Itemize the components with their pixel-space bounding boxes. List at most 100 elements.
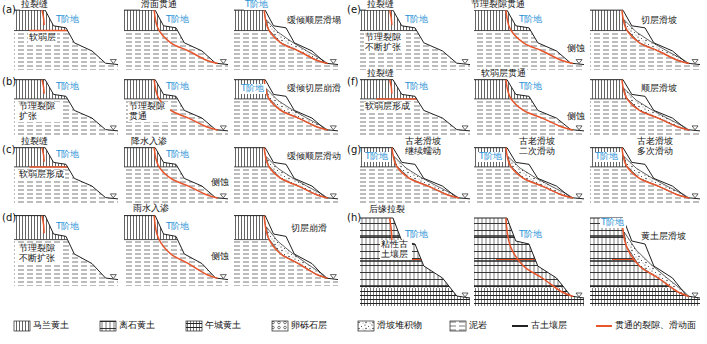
- section-body: [14, 206, 118, 286]
- annotation-label: T阶地: [518, 82, 544, 92]
- water-level-symbol: [220, 275, 226, 279]
- annotation-label: T阶地: [600, 218, 626, 228]
- legend-swatch: [272, 321, 288, 331]
- ground-profile: [124, 148, 228, 199]
- legend-label: 卵砾石层: [291, 321, 327, 331]
- water-level-symbol: [462, 126, 468, 130]
- section-body: [234, 206, 338, 286]
- section-body: [124, 206, 228, 286]
- ground-profile: [14, 80, 118, 131]
- mudstone: [360, 31, 470, 70]
- section-body: [360, 2, 470, 70]
- ground-profile: [14, 216, 118, 280]
- section-body: [234, 140, 338, 204]
- section-body: [474, 72, 584, 136]
- malan-loess: [14, 72, 118, 99]
- slope-section: [590, 2, 700, 70]
- annotation-label: T阶地: [404, 230, 430, 240]
- ground-profile: [474, 80, 584, 131]
- annotation-label: 粘性古土壤层: [380, 240, 412, 260]
- ground-profile: [14, 10, 118, 64]
- water-level-symbol: [576, 293, 582, 297]
- annotation-label: T阶地: [165, 222, 191, 232]
- layer-boundary: [474, 30, 584, 31]
- slope-section: [590, 206, 700, 306]
- water-level-symbol: [576, 60, 582, 64]
- annotation-label: T阶地: [404, 82, 430, 92]
- water-level-symbol: [330, 194, 336, 198]
- slip-surface: [264, 216, 327, 279]
- tension-crack: [42, 10, 44, 25]
- annotation-label: 古老滑坡继续蠕动: [404, 137, 446, 157]
- annotation-label: 软弱层形成: [18, 170, 65, 180]
- ground-profile: [124, 10, 228, 64]
- section-body: [360, 206, 470, 306]
- mudstone: [14, 99, 118, 136]
- water-level-symbol: [220, 126, 226, 130]
- slope-section: [234, 206, 338, 286]
- slid-away-zone: [622, 80, 689, 130]
- malan-loess: [124, 72, 228, 99]
- slip-surface: [154, 216, 217, 279]
- water-level-symbol: [330, 60, 336, 64]
- slip-surface: [622, 80, 689, 130]
- slip-surface: [154, 148, 217, 198]
- malan-loess: [14, 206, 118, 240]
- annotation-label: 后缘拉裂: [368, 205, 406, 215]
- ground-profile: [360, 80, 470, 131]
- annotation-label: T阶地: [404, 15, 430, 25]
- ground-profile: [590, 80, 700, 131]
- legend-swatch: [450, 321, 466, 331]
- annotation-label: 侧蚀: [210, 252, 230, 262]
- annotation-label: 拉裂缝: [366, 0, 395, 10]
- legend-label: 马兰黄土: [33, 321, 69, 331]
- annotation-label: T阶地: [55, 150, 81, 160]
- layer-boundary: [124, 239, 228, 240]
- ground-profile: [360, 218, 470, 298]
- legend-swatch: [100, 321, 116, 331]
- paleosol-layer: [360, 285, 470, 287]
- section-body: [14, 2, 118, 70]
- slope-section: [360, 72, 470, 136]
- ground-profile: [590, 10, 700, 64]
- paleosol-layer: [474, 260, 584, 262]
- ground-profile: [474, 218, 584, 298]
- slope-section: [124, 72, 228, 136]
- section-body: [234, 72, 338, 136]
- annotation-label: 软弱层形成: [364, 102, 411, 112]
- weak-layer: [30, 30, 72, 32]
- legend-label: 离石黄土: [119, 321, 155, 331]
- layer-boundary: [124, 30, 228, 31]
- slope-section: [14, 140, 118, 204]
- water-level-symbol: [576, 194, 582, 198]
- water-level-symbol: [576, 126, 582, 130]
- water-level-symbol: [110, 194, 116, 198]
- panel-letter: (f): [346, 76, 359, 87]
- section-body: [474, 2, 584, 70]
- annotation-label: 节理裂隙不断扩张: [364, 33, 406, 53]
- water-level-symbol: [692, 194, 698, 198]
- section-body: [590, 72, 700, 136]
- mudstone: [360, 99, 470, 136]
- water-level-symbol: [110, 126, 116, 130]
- legend-label: 泥岩: [469, 321, 487, 331]
- annotation-label: T阶地: [55, 82, 81, 92]
- annotation-label: 侧蚀: [566, 112, 586, 122]
- legend-swatch: [186, 321, 202, 331]
- ground-profile: [474, 10, 584, 64]
- panel-letter: (d): [1, 212, 17, 223]
- legend-label: 贯通的裂隙、滑动面: [615, 321, 696, 331]
- slope-section: [14, 2, 118, 70]
- malan-loess: [590, 72, 700, 99]
- tension-crack: [390, 10, 392, 25]
- slip-surface: [622, 10, 689, 63]
- layer-boundary: [14, 239, 118, 240]
- annotation-label: 侧蚀: [210, 178, 230, 188]
- slope-section: [590, 72, 700, 136]
- paleosol-layer: [590, 285, 700, 287]
- annotation-label: T阶地: [240, 84, 266, 94]
- slope-section: [14, 206, 118, 286]
- ground-profile: [360, 10, 470, 64]
- annotation-label: 节理裂隙不断扩张: [18, 244, 60, 264]
